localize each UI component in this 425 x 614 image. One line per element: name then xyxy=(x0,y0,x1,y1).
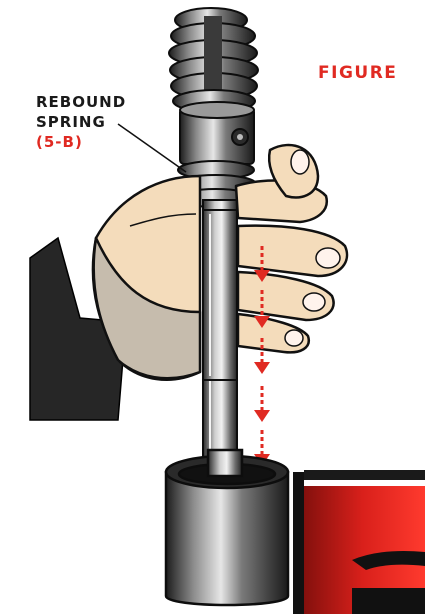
coil-spring xyxy=(169,8,258,112)
compression-arrow xyxy=(254,386,270,422)
callout-reference: (5-B) xyxy=(36,133,83,152)
shock-lower-body xyxy=(166,450,288,605)
figure-label: Figure xyxy=(318,64,397,83)
chapter-tab-block xyxy=(293,470,425,614)
shock-top-body xyxy=(180,102,254,164)
callout-leader-line xyxy=(118,124,186,172)
shock-shaft-front xyxy=(203,210,237,380)
callout-label-line2: SPRING xyxy=(36,113,106,132)
callout-label-line1: REBOUND xyxy=(36,93,126,112)
